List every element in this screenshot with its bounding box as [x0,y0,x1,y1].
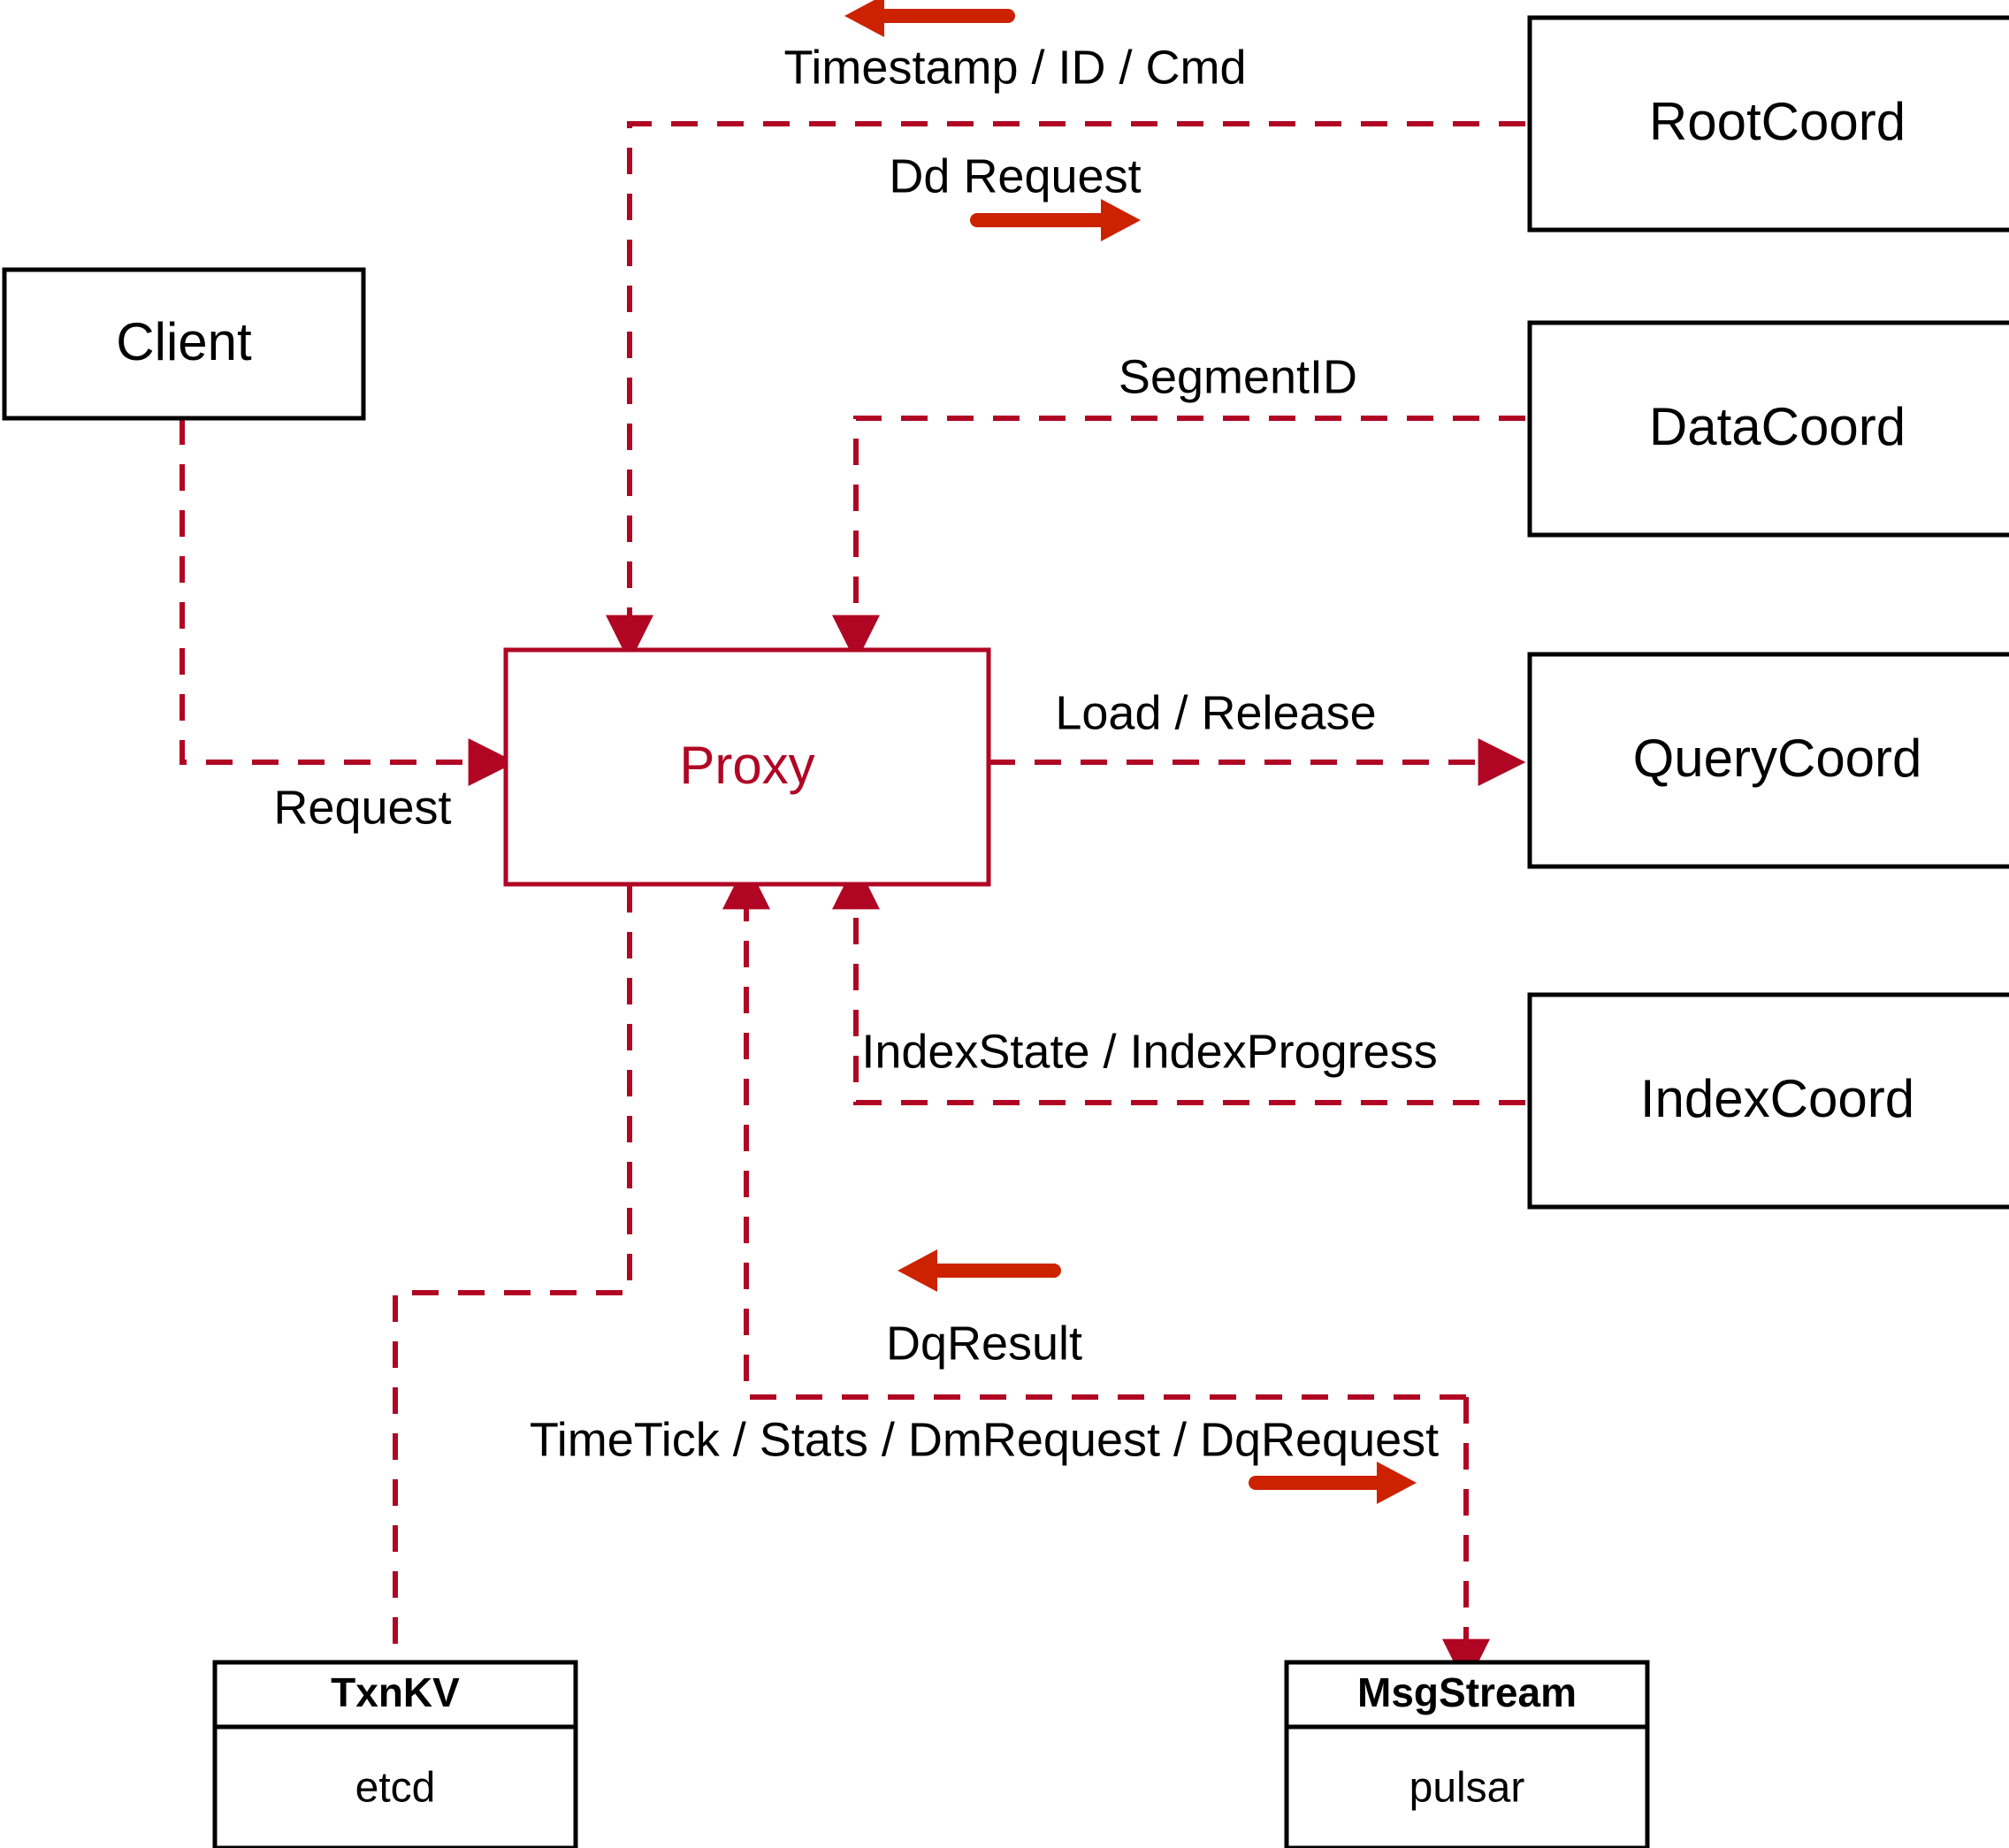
flow-segment-id [832,416,1525,663]
node-msgstream-title: MsgStream [1357,1669,1577,1715]
node-txnkv[interactable] [212,1660,578,1848]
edge-label-request: Request [273,781,451,834]
node-msgstream-impl: pulsar [1409,1765,1525,1812]
node-msgstream[interactable] [1284,1660,1650,1848]
node-data-coord[interactable] [1527,320,2009,538]
node-client-label: Client [116,312,252,371]
flow-timestamp-id-cmd [606,121,1525,663]
node-index-coord[interactable] [1527,992,2009,1210]
node-proxy[interactable] [503,647,991,887]
direction-arrow-timestamp [844,0,1015,37]
node-txnkv-impl: etcd [355,1765,436,1812]
flow-index-state-progress [832,861,1525,1105]
edge-label-segment-id: SegmentID [1119,350,1357,403]
flow-dq-result [722,861,1466,1400]
node-root-coord[interactable] [1527,15,2009,233]
node-index-coord-label: IndexCoord [1640,1069,1914,1128]
direction-arrow-dq-result [898,1249,1061,1292]
edge-label-load-release: Load / Release [1055,686,1376,739]
node-client[interactable] [2,267,366,421]
node-query-coord[interactable] [1527,652,2009,869]
node-txnkv-title: TxnKV [331,1669,460,1715]
edge-label-dd-request: Dd Request [889,149,1141,202]
node-data-coord-label: DataCoord [1649,397,1906,456]
direction-arrow-dd-request [970,199,1141,241]
edge-label-timestamp-id-cmd: Timestamp / ID / Cmd [783,41,1246,94]
edge-label-index-state-progress: IndexState / IndexProgress [861,1025,1437,1078]
flow-request [180,418,516,786]
node-query-coord-label: QueryCoord [1633,729,1922,788]
node-root-coord-label: RootCoord [1649,92,1906,151]
node-proxy-label: Proxy [679,736,814,795]
edge-label-dq-result: DqResult [886,1317,1082,1370]
edge-label-timetick-stats: TimeTick / Stats / DmRequest / DqRequest [530,1413,1439,1466]
flow-txnkv [393,886,632,1661]
direction-arrow-timetick [1249,1462,1417,1504]
